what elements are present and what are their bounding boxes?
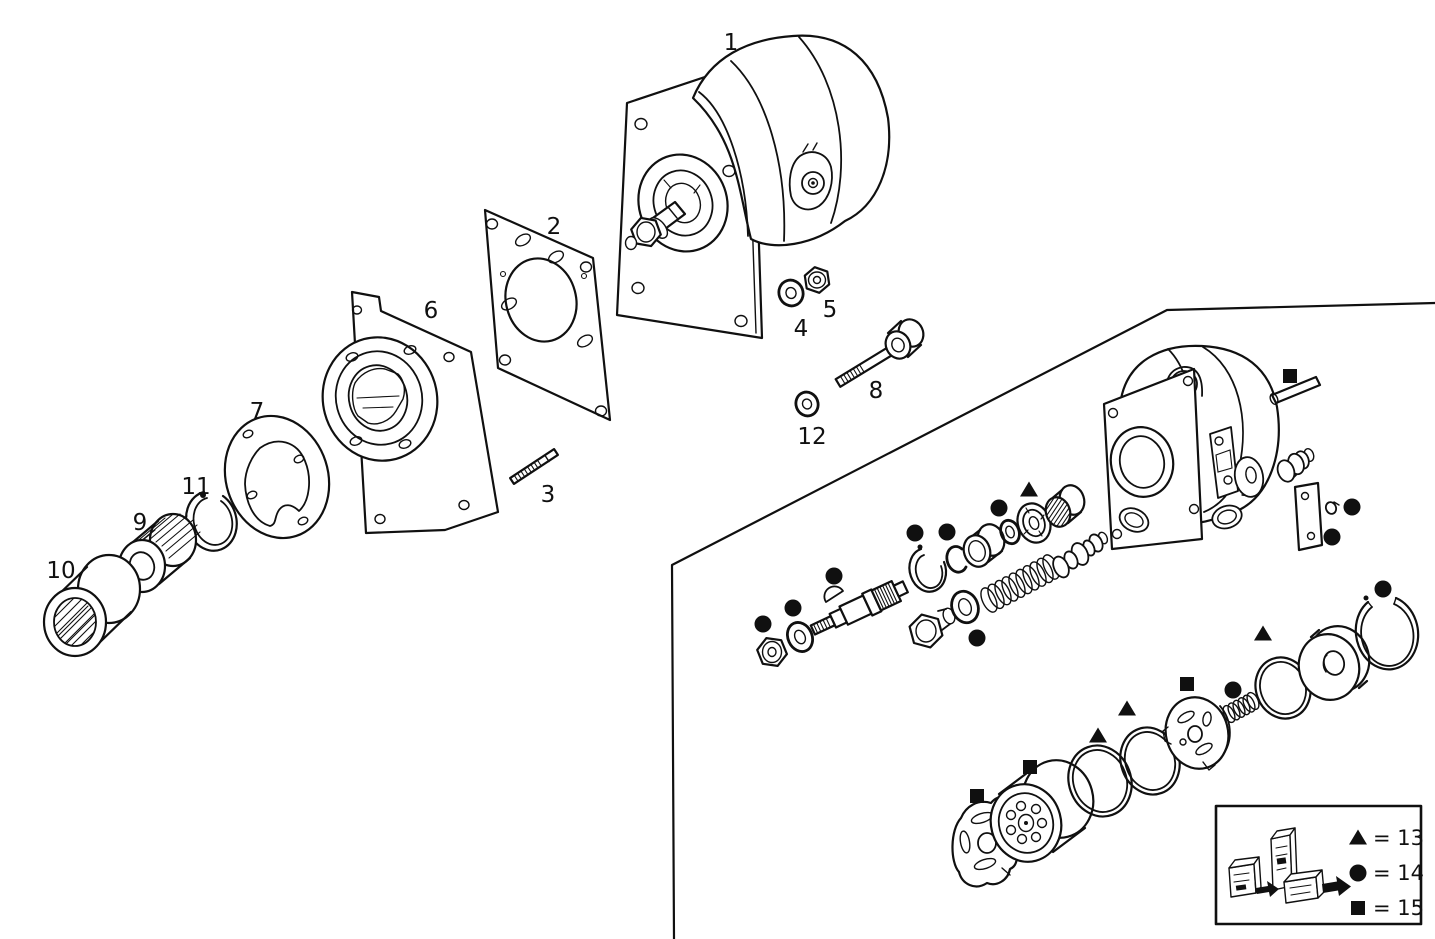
- pump-assembly: [483, 34, 891, 422]
- relief-valve-spool: [1052, 531, 1109, 579]
- woodruff-key: [823, 585, 844, 603]
- circle-marker-icon: [784, 599, 802, 617]
- inset-bracket: [1209, 426, 1239, 499]
- mounting-stud: [509, 448, 559, 485]
- retaining-clip: [945, 545, 968, 574]
- part-number-11: 11: [181, 474, 210, 500]
- inset-port-left: [1118, 507, 1150, 533]
- part-number-10: 10: [46, 558, 75, 584]
- needle-bearing: [1041, 484, 1086, 529]
- part-number-8: 8: [869, 378, 884, 404]
- legend-label-square: = 15: [1373, 896, 1424, 920]
- part-number-3: 3: [541, 482, 556, 508]
- gasket: [483, 208, 612, 422]
- square-marker-icon: [1023, 760, 1037, 774]
- square-marker-icon: [1283, 369, 1297, 383]
- legend-box: = 13 = 14 = 15: [1214, 804, 1424, 926]
- inset-pump-shaft: [809, 580, 909, 636]
- cover-plate-small: [1293, 481, 1324, 552]
- circle-marker-icon: [1374, 580, 1392, 598]
- plug-seal-ring: [950, 589, 980, 625]
- inset-side-flange: [1233, 456, 1265, 498]
- symbol-markers: [754, 369, 1392, 803]
- square-marker-icon: [970, 789, 984, 803]
- part-number-12: 12: [797, 424, 826, 450]
- shaft-bushing: [962, 523, 1006, 568]
- hex-nut: [803, 266, 831, 294]
- circle-marker-icon: [1323, 528, 1341, 546]
- legend-label-circle: = 14: [1373, 861, 1424, 885]
- circle-marker-icon: [968, 629, 986, 647]
- snap-ring-large: [1354, 595, 1420, 671]
- circle-marker-icon: [906, 524, 924, 542]
- inset-border: [670, 301, 1435, 939]
- legend-entries: = 13 = 14 = 15: [1349, 826, 1424, 920]
- part-number-5: 5: [823, 297, 838, 323]
- part-number-1: 1: [724, 30, 739, 56]
- legend-label-triangle: = 13: [1373, 826, 1424, 850]
- circle-marker-icon: [754, 615, 772, 633]
- check-ball: [1324, 501, 1340, 515]
- valve-fitting: [1276, 448, 1315, 483]
- pump-side-boss: [788, 142, 833, 211]
- square-marker-icon: [1351, 901, 1365, 915]
- triangle-marker-icon: [1020, 481, 1038, 497]
- circle-marker-icon: [1343, 498, 1361, 516]
- flat-washer: [777, 278, 805, 308]
- pump-body: [691, 34, 891, 247]
- circle-marker-icon: [1224, 681, 1242, 699]
- dowel-pin: [1269, 375, 1322, 405]
- snap-ring-small: [185, 490, 238, 552]
- adapter-flange: [321, 290, 500, 535]
- shaft-end-nut: [630, 216, 662, 248]
- spring-washer: [794, 390, 820, 418]
- ball-bearing: [1016, 502, 1052, 544]
- triangle-marker-icon: [1089, 727, 1107, 743]
- circle-marker-icon: [938, 523, 956, 541]
- coupling-sleeve: [42, 553, 142, 658]
- part-number-7: 7: [250, 399, 265, 425]
- pressure-disc: [1297, 625, 1371, 701]
- square-marker-icon: [1180, 677, 1194, 691]
- circle-marker-icon: [1349, 864, 1367, 882]
- inset-pump-body: [1102, 344, 1280, 551]
- circle-marker-icon: [990, 499, 1008, 517]
- rotor-assembly: [989, 759, 1095, 863]
- triangle-marker-icon: [1254, 625, 1272, 641]
- triangle-marker-icon: [1118, 700, 1136, 716]
- triangle-marker-icon: [1349, 829, 1367, 845]
- retainer-plate: [223, 414, 331, 540]
- cap-screw: [834, 318, 925, 388]
- parts-kit-boxes: [1228, 827, 1351, 904]
- part-number-6: 6: [424, 298, 439, 324]
- pump-shaft-boss: [624, 153, 729, 253]
- part-number-2: 2: [547, 214, 562, 240]
- shaft-snap-ring: [908, 544, 948, 593]
- shaft-washer: [786, 621, 814, 653]
- relief-spring: [980, 554, 1060, 613]
- circle-marker-icon: [825, 567, 843, 585]
- inset-port-right: [1211, 504, 1243, 530]
- relief-valve-plug: [908, 607, 956, 649]
- valve-plate-assembly: [1162, 696, 1231, 771]
- inset-mount-flange: [1102, 367, 1204, 551]
- part-number-4: 4: [794, 316, 809, 342]
- shaft-nut: [756, 637, 788, 667]
- part-number-9: 9: [133, 510, 148, 536]
- arrow-icon: [1256, 881, 1279, 897]
- arrow-icon: [1322, 876, 1351, 896]
- o-ring-first: [1067, 744, 1133, 818]
